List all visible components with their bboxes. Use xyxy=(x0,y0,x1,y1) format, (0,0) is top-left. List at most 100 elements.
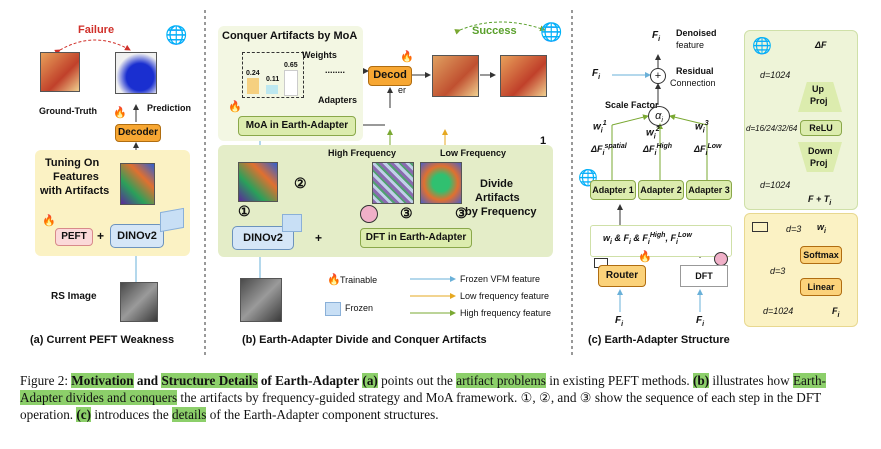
globe-mascot-icon: 🌐 xyxy=(540,22,563,42)
decoder-block-b: Decod xyxy=(368,66,412,86)
globe-mascot-icon: 🌐 xyxy=(165,25,188,45)
fire-icon: 🔥 xyxy=(400,51,414,63)
feature-artifact-image xyxy=(120,163,155,205)
divide-line2: Artifacts xyxy=(475,192,520,204)
rs-image xyxy=(120,282,158,322)
failure-label: Failure xyxy=(78,24,115,36)
step-two-marker: ② xyxy=(294,175,307,191)
moa-block: MoA in Earth-Adapter xyxy=(238,116,356,136)
caption-details: details xyxy=(171,407,207,422)
caption-strategy: the artifacts by frequency-guided strate… xyxy=(20,390,821,422)
success-ground-truth-image xyxy=(500,55,547,97)
residual-line1: Residual xyxy=(676,66,714,76)
weight-bar-2 xyxy=(266,85,278,94)
adapter-3: Adapter 3 xyxy=(686,180,732,200)
residual-line2: Connection xyxy=(670,78,716,88)
high-frequency-label: High Frequency xyxy=(328,148,397,158)
prediction-label: Prediction xyxy=(147,103,192,113)
low-frequency-image xyxy=(420,162,462,204)
step-three-circle-b: ③ xyxy=(455,205,468,221)
caption-introduces: introduces the xyxy=(91,407,172,422)
down-proj-line2: Proj xyxy=(810,158,828,168)
decoder-block-a: Decoder xyxy=(115,124,161,142)
rs-image-label: RS Image xyxy=(51,291,97,302)
adapters-label: Adapters xyxy=(318,95,358,105)
denoised-line2: feature xyxy=(676,40,705,50)
adapter-1: Adapter 1 xyxy=(590,180,636,200)
caption-motivation: Motivation xyxy=(71,373,134,388)
dim-3-b: d=3 xyxy=(770,266,786,276)
f-plus-t-label: F + Ti xyxy=(808,194,832,207)
divide-line1: Divide xyxy=(480,178,514,190)
adapter-2: Adapter 2 xyxy=(638,180,684,200)
legend-frozen: Frozen xyxy=(345,303,374,313)
low-frequency-label: Low Frequency xyxy=(440,148,507,158)
peft-block: PEFT xyxy=(55,228,93,246)
combo-box xyxy=(590,225,732,257)
divide-line3: by Frequency xyxy=(465,206,537,218)
legend-frozen-vfm: Frozen VFM feature xyxy=(460,274,541,284)
plus-sign-b: + xyxy=(315,231,323,245)
router-block: Router xyxy=(598,265,646,287)
caption-of-earth: of Earth-Adapter xyxy=(257,373,363,388)
denoised-symbol: Fi xyxy=(652,30,661,43)
prediction-image xyxy=(115,52,157,94)
weights-dots: ........ xyxy=(325,65,346,75)
fire-icon: 🔥 xyxy=(228,101,242,113)
dim-mid: d=16/24/32/64 xyxy=(746,124,798,133)
tuning-line3: with Artifacts xyxy=(40,185,110,197)
router-device-icon xyxy=(752,222,768,232)
step-three-circle-a: ③ xyxy=(400,205,413,221)
caption-illustrates: illustrates how xyxy=(709,373,793,388)
step-one-marker: 1 xyxy=(540,135,547,147)
input-feature-image xyxy=(238,162,278,202)
dim-1024-c: d=1024 xyxy=(763,306,794,316)
tuning-line1: Tuning On xyxy=(45,157,100,169)
tuning-line2: Features xyxy=(53,171,99,183)
scale-factor-label: Scale Factor xyxy=(605,100,659,110)
dim-3-a: d=3 xyxy=(786,224,802,234)
caption-structure: Structure Details xyxy=(161,373,258,388)
dF-high-label: ΔFiHigh xyxy=(643,143,673,157)
up-proj-line1: Up xyxy=(812,84,824,94)
weight-bar-3 xyxy=(284,70,298,96)
dim-1024-b: d=1024 xyxy=(760,180,791,190)
up-proj-line2: Proj xyxy=(810,96,828,106)
panel-c-caption: (c) Earth-Adapter Structure xyxy=(588,334,730,346)
weight-value-2: 0.11 xyxy=(266,76,280,83)
caption-artifact: artifact problems xyxy=(456,373,546,388)
wi-label: wi xyxy=(817,222,826,235)
dF-low-label: ΔFiLow xyxy=(694,143,722,157)
caption-and: and xyxy=(133,373,162,388)
legend-trainable: Trainable xyxy=(340,275,378,285)
success-prediction-image xyxy=(432,55,479,97)
weight-value-1: 0.24 xyxy=(246,70,260,77)
dinov2-block-a: DINOv2 xyxy=(110,224,164,248)
step-one-circle: ① xyxy=(238,203,251,219)
legend-high-feature: High frequency feature xyxy=(460,308,552,318)
decoder-suffix: er xyxy=(398,85,407,95)
dft-block-c: DFT xyxy=(680,265,728,287)
fi-router-label: Fi xyxy=(832,306,840,319)
w2-label: wi2 xyxy=(646,126,660,141)
magnifier-icon xyxy=(714,252,728,266)
combo-formula: wi & Fi & FiHigh, FiLow xyxy=(603,232,692,246)
caption-points: points out the xyxy=(377,373,457,388)
plus-sign: + xyxy=(97,229,105,243)
ground-truth-label: Ground-Truth xyxy=(39,106,97,116)
adapter-out-label: ΔF xyxy=(815,40,827,50)
fire-icon: 🔥 xyxy=(638,251,652,263)
w3-label: wi3 xyxy=(695,120,709,135)
weight-value-3: 0.65 xyxy=(284,62,298,69)
router-detail-panel xyxy=(744,213,858,327)
dF-spatial-label: ΔFispatial xyxy=(591,143,627,157)
caption-c: (c) xyxy=(76,407,92,422)
weights-label: Weights xyxy=(302,50,337,60)
dft-block: DFT in Earth-Adapter xyxy=(360,228,472,248)
softmax-block: Softmax xyxy=(800,246,842,264)
residual-add-node: + xyxy=(650,68,666,84)
globe-icon: 🌐 xyxy=(752,38,772,55)
frozen-cube-icon xyxy=(282,214,302,232)
dim-1024-a: d=1024 xyxy=(760,70,791,80)
linear-block: Linear xyxy=(800,278,842,296)
